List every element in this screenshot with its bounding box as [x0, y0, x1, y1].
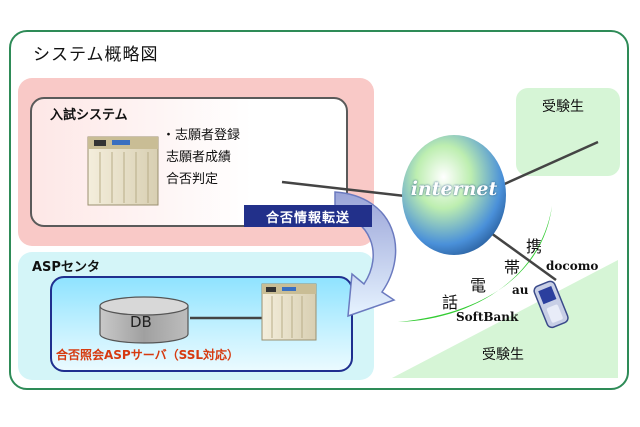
- mobile-char-kei: 携: [526, 237, 543, 256]
- asp-server-icon: [261, 283, 317, 341]
- internet-label: internet: [410, 178, 498, 200]
- db-label: DB: [130, 313, 152, 331]
- entrance-server-icon: [87, 136, 159, 206]
- carrier-docomo: docomo: [546, 259, 599, 273]
- diagram-title: システム概略図: [33, 45, 159, 65]
- item-applicant-scores: 志願者成績: [166, 150, 232, 165]
- asp-server-label: 合否照会ASPサーバ（SSL対応）: [56, 348, 239, 362]
- pass-fail-transfer-label: 合否情報転送: [244, 205, 372, 227]
- carrier-au: au: [512, 283, 529, 297]
- entrance-system-label: 入試システム: [50, 108, 128, 123]
- student-label-bottom: 受験生: [482, 347, 524, 363]
- carrier-softbank: SoftBank: [456, 310, 519, 324]
- mobile-char-tai: 帯: [504, 258, 521, 277]
- line-internet-to-mobile: [483, 226, 557, 282]
- line-internet-to-student: [499, 140, 599, 188]
- mobile-char-wa: 話: [442, 293, 459, 312]
- item-applicant-registration: ・志願者登録: [162, 128, 241, 143]
- line-system-to-internet: [281, 180, 406, 198]
- student-zone-top: [516, 88, 620, 176]
- internet-globe: [402, 135, 506, 255]
- db-cylinder-icon: [99, 296, 189, 344]
- diagram-frame: [9, 30, 629, 390]
- student-label-top: 受験生: [542, 99, 584, 115]
- asp-center-label: ASPセンタ: [32, 260, 100, 275]
- mobile-char-den: 電: [470, 276, 487, 295]
- item-pass-fail-judgment: 合否判定: [166, 172, 219, 187]
- mobile-phone-icon: [533, 280, 569, 329]
- student-zone-bottom: [392, 260, 618, 378]
